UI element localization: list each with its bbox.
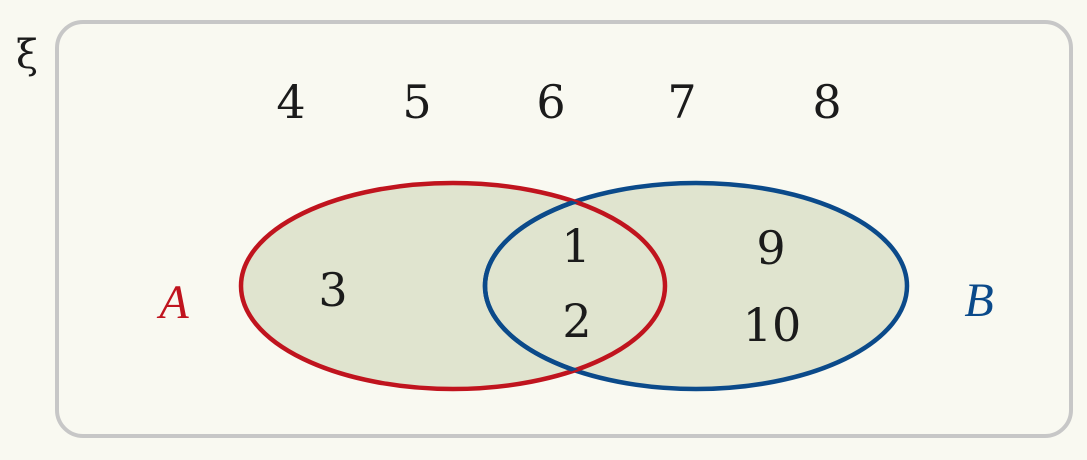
element-outside: 6 (536, 75, 565, 129)
set-a-label: A (156, 276, 189, 329)
set-a-circle (238, 180, 668, 392)
universal-set-frame (55, 20, 1073, 438)
element-outside: 7 (667, 75, 696, 129)
set-b-label: B (964, 274, 993, 327)
element-intersection: 1 (561, 219, 590, 273)
set-b-fill (485, 183, 907, 389)
element-outside: 5 (402, 75, 431, 129)
set-b-circle-inner-arc (482, 183, 665, 389)
element-outside: 4 (276, 75, 305, 129)
element-only-a: 3 (318, 263, 347, 317)
universal-set-symbol: ξ (16, 32, 38, 78)
element-outside: 8 (812, 75, 841, 129)
element-only-b: 9 (756, 221, 785, 275)
element-only-b: 10 (743, 298, 802, 352)
element-intersection: 2 (562, 294, 591, 348)
